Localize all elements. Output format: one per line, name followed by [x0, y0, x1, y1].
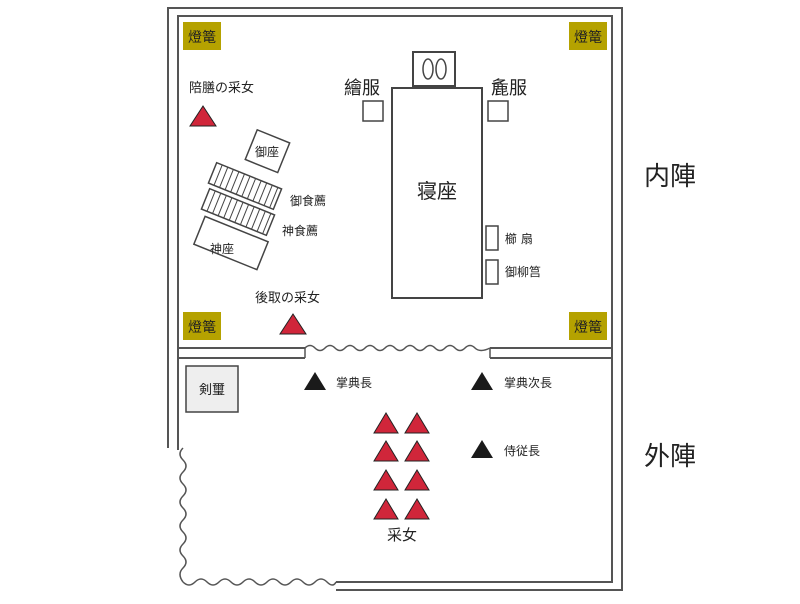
baizen-marker: [189, 105, 217, 127]
shin-shokomo-label: 神食薦: [282, 223, 318, 238]
divider-curtain: [304, 344, 491, 352]
outer-sanctum-label: 外陣: [644, 442, 696, 472]
svg-text:燈篭: 燈篭: [574, 29, 602, 46]
gyoza-seat: 御座: [244, 128, 291, 174]
svg-text:燈篭: 燈篭: [188, 319, 216, 336]
svg-text:御柳筥: 御柳筥: [505, 264, 541, 279]
shotenjicho-marker: [471, 372, 493, 390]
lantern-bottom-left: 燈篭: [183, 312, 221, 340]
svg-text:陪膳の采女: 陪膳の采女: [189, 80, 254, 96]
inner-sanctum-label: 内陣: [644, 162, 696, 192]
svg-text:麁服: 麁服: [491, 77, 527, 99]
uneme-group: 采女: [373, 412, 430, 544]
building-walls: [167, 7, 623, 591]
svg-text:侍従長: 侍従長: [504, 444, 540, 458]
shin-shokomo-mat: [200, 187, 276, 237]
uneme-marker: [404, 469, 430, 491]
gyo-shokomo-mat: [207, 161, 283, 211]
svg-text:剣璽: 剣璽: [199, 383, 225, 398]
shotenjicho: 掌典次長: [471, 372, 552, 390]
silk-garment: 繪服: [344, 78, 384, 122]
bed-seat: 寝座: [391, 87, 483, 299]
uneme-marker: [404, 498, 430, 520]
svg-text:燈篭: 燈篭: [188, 29, 216, 46]
shinza-seat: 神座: [192, 215, 270, 271]
svg-text:繪服: 繪服: [344, 78, 380, 99]
shotencho: 掌典長: [304, 372, 372, 390]
svg-text:神座: 神座: [210, 241, 234, 256]
svg-text:掌典長: 掌典長: [336, 376, 372, 390]
mat-stripes-2: [206, 190, 272, 234]
svg-text:櫛 扇: 櫛 扇: [505, 231, 533, 246]
uneme-marker: [373, 498, 399, 520]
svg-text:燈篭: 燈篭: [574, 319, 602, 336]
willow-box: 御柳筥: [485, 259, 541, 285]
lantern-bottom-right: 燈篭: [569, 312, 607, 340]
shotencho-marker: [304, 372, 326, 390]
jijucho: 侍従長: [471, 440, 540, 458]
lantern-top-left: 燈篭: [183, 22, 221, 50]
outer-wall-line: [167, 7, 623, 591]
uneme-marker: [373, 440, 399, 462]
lantern-top-right: 燈篭: [569, 22, 607, 50]
left-curtain: [179, 447, 187, 583]
svg-text:掌典次長: 掌典次長: [504, 376, 552, 390]
sword-mirror-box: 剣璽: [185, 365, 239, 413]
atotori-uneme: 後取の采女: [255, 290, 320, 335]
uneme-label: 采女: [387, 526, 417, 544]
slippers: [412, 51, 456, 87]
uneme-marker: [404, 412, 430, 434]
gyo-shokomo-label: 御食薦: [290, 193, 326, 208]
mat-stripes: [213, 164, 279, 208]
atotori-marker: [279, 313, 307, 335]
uneme-marker: [373, 469, 399, 491]
baizen-uneme: 陪膳の采女: [189, 80, 254, 127]
hemp-garment: 麁服: [487, 77, 527, 122]
svg-text:御座: 御座: [255, 144, 279, 159]
inner-wall-line: [177, 15, 613, 583]
comb-fan: 櫛 扇: [485, 225, 533, 251]
svg-text:寝座: 寝座: [417, 179, 457, 203]
divider-curtain-2: [304, 348, 491, 358]
jijucho-marker: [471, 440, 493, 458]
bottom-curtain: [182, 578, 337, 586]
uneme-marker: [404, 440, 430, 462]
uneme-marker: [373, 412, 399, 434]
svg-text:後取の采女: 後取の采女: [255, 290, 320, 306]
